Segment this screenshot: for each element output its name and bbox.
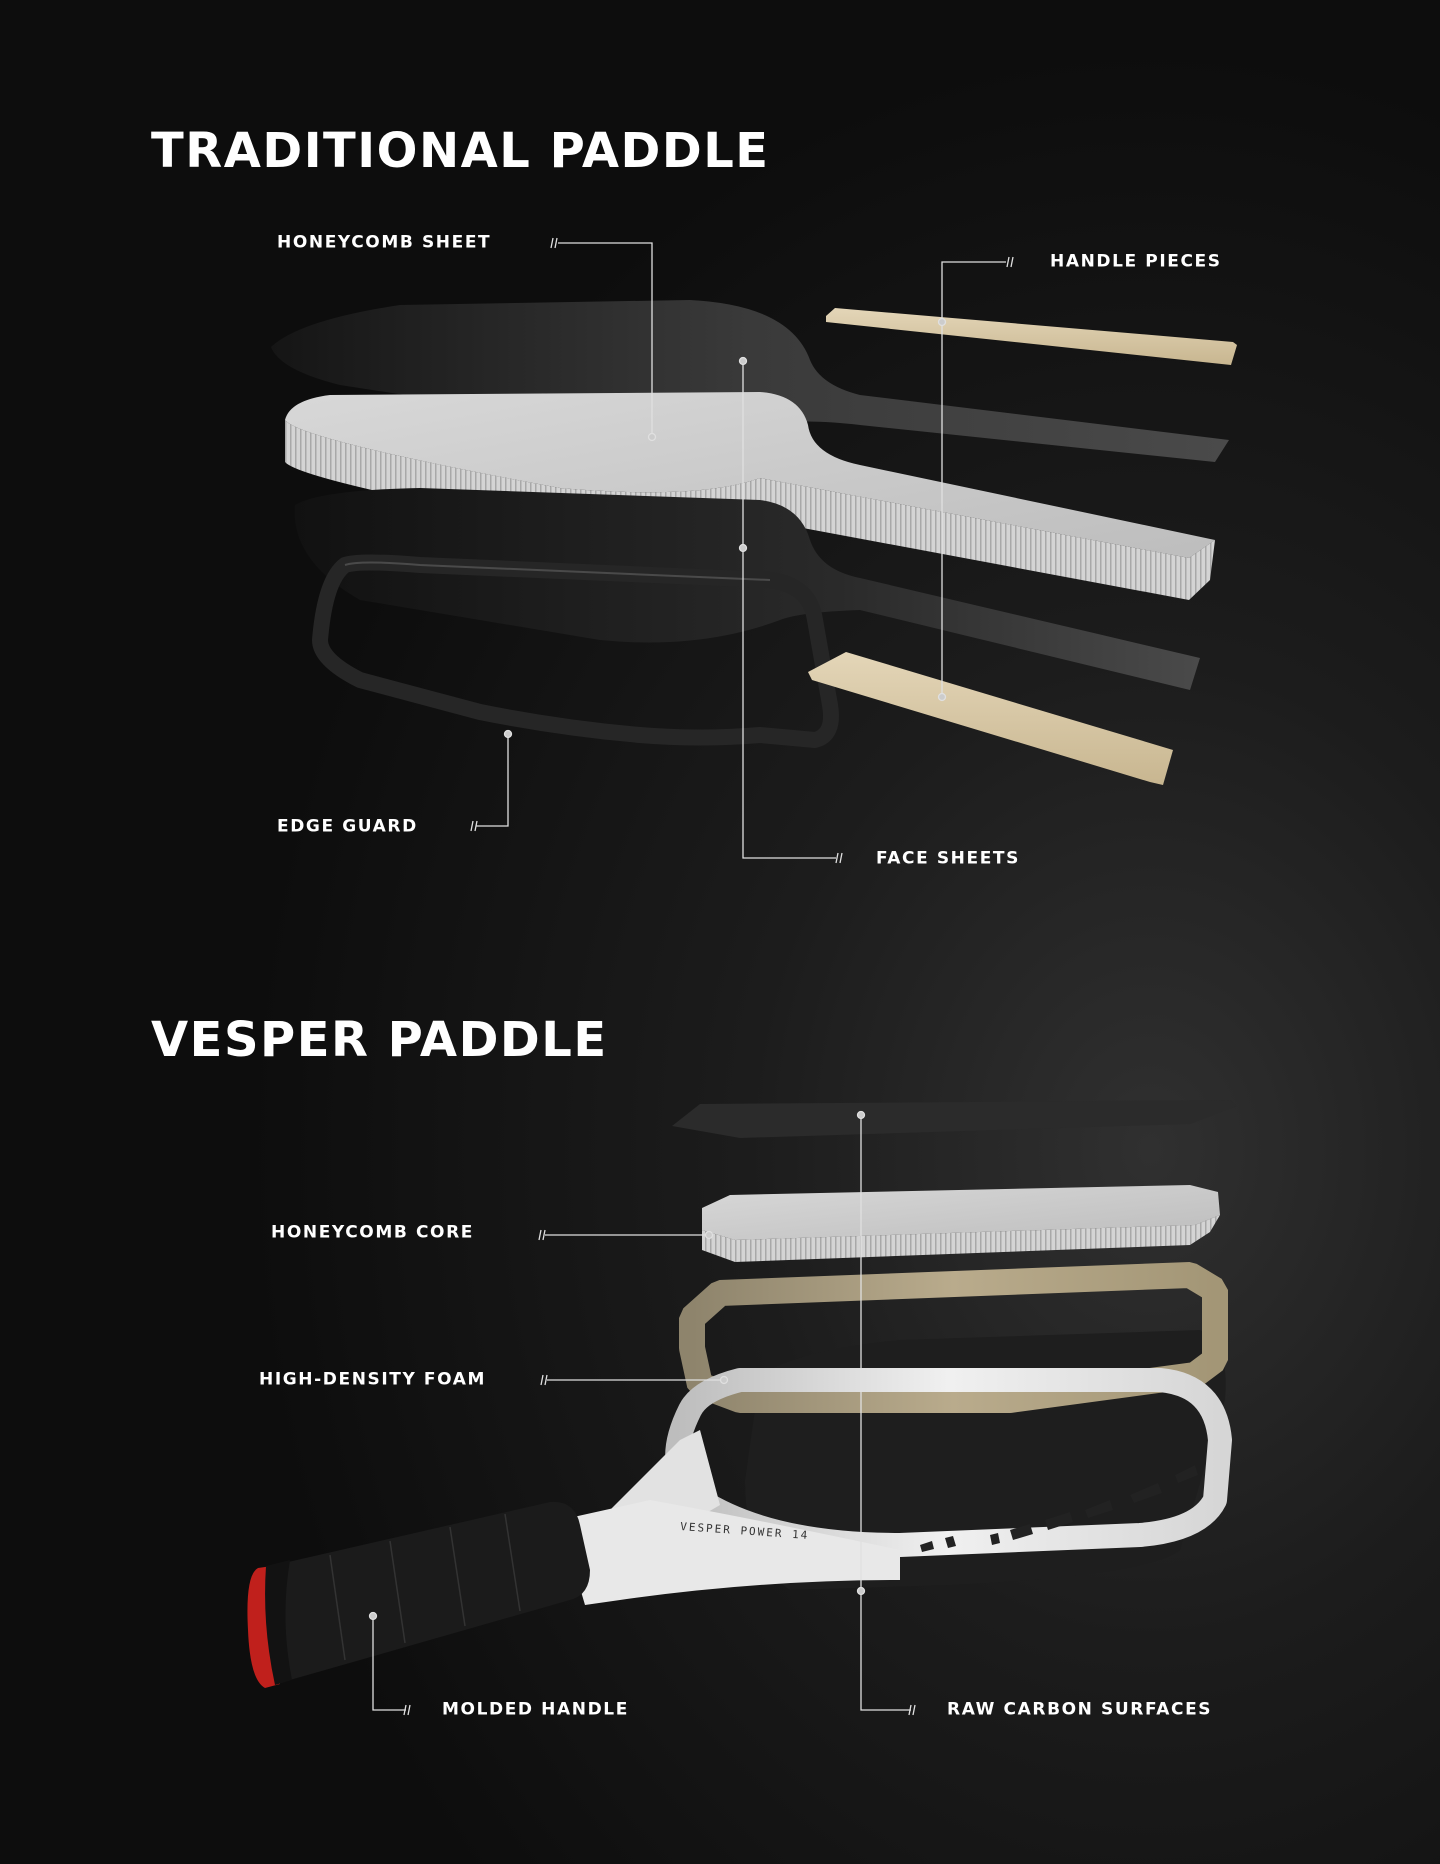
label-honeycomb-sheet: HONEYCOMB SHEET [277,232,492,253]
vesper-paddle-title: VESPER PADDLE [151,1012,608,1068]
grip [258,1501,590,1681]
handle-piece-bottom [808,652,1173,785]
top-carbon-sheet [672,1100,1237,1138]
label-face-sheets: FACE SHEETS [876,848,1020,869]
frame-graphic [920,1465,1198,1552]
honeycomb-core [702,1185,1220,1240]
traditional-leader-lines [470,237,1014,864]
edge-guard [312,554,839,748]
traditional-paddle-title: TRADITIONAL PADDLE [151,123,770,179]
label-high-density-foam: HIGH-DENSITY FOAM [259,1369,487,1390]
label-handle-pieces: HANDLE PIECES [1050,251,1222,272]
label-edge-guard: EDGE GUARD [277,816,418,837]
bottom-face-sheet [294,488,1201,690]
label-raw-carbon-surfaces: RAW CARBON SURFACES [947,1699,1213,1720]
vesper-leader-lines [368,1110,916,1716]
label-honeycomb-core: HONEYCOMB CORE [271,1222,474,1243]
frame-neck [560,1500,900,1605]
honeycomb-sheet [285,392,1215,558]
label-molded-handle: MOLDED HANDLE [442,1699,629,1720]
top-face-sheet [271,300,1229,462]
handle-piece-top [826,308,1237,365]
honeycomb-core-side [702,1215,1220,1262]
traditional-paddle-illustration [271,300,1237,785]
vesper-paddle-illustration: VESPER POWER 14 [247,1100,1237,1688]
